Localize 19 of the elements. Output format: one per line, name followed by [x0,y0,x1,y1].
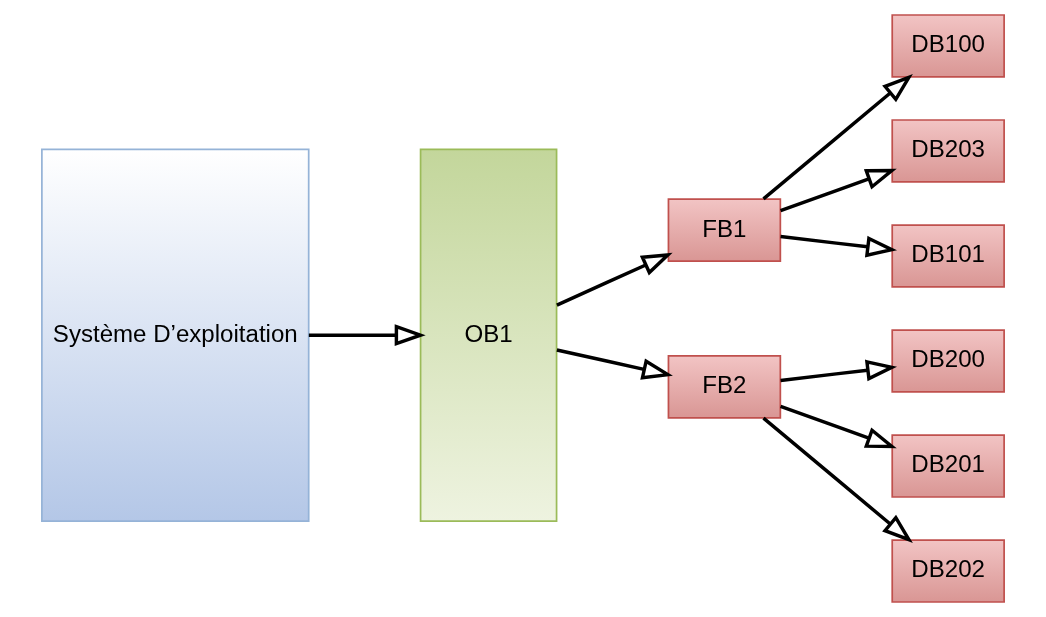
node-box: FB1 [667,198,782,263]
arrow [780,234,898,258]
arrow [762,74,913,201]
arrow [762,416,913,543]
arrow [308,324,426,347]
arrow [780,404,897,449]
node-box: DB101 [891,224,1005,288]
node-box: DB201 [891,434,1005,498]
node-box: DB100 [891,14,1005,78]
arrow [780,359,898,383]
node-box: OB1 [419,148,558,522]
node-box: Système D’exploitation [41,148,310,522]
node-box: DB202 [891,539,1005,603]
arrow [556,252,673,307]
node-box: DB203 [891,119,1005,183]
node-box: FB2 [667,354,782,419]
arrow [780,168,897,213]
arrow [556,348,673,380]
node-box: DB200 [891,329,1005,393]
